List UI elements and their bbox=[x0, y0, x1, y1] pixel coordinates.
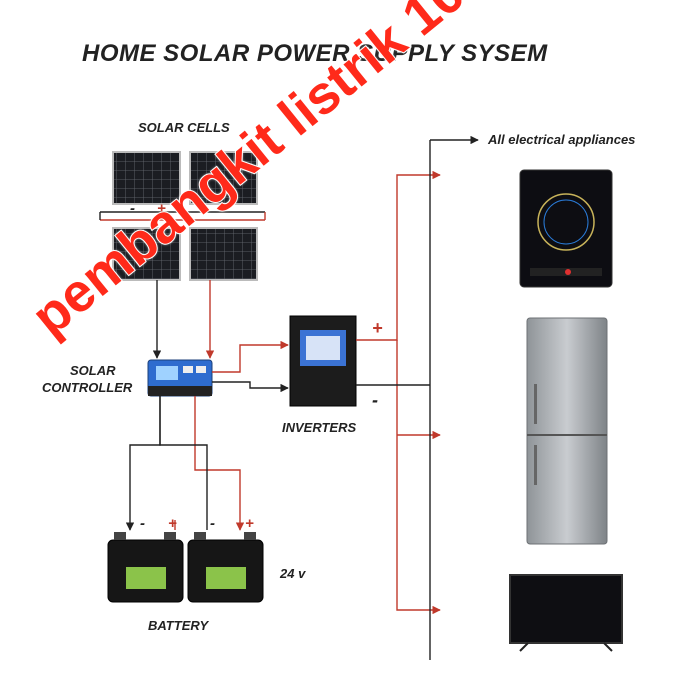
appliances-label: All electrical appliances bbox=[488, 132, 636, 147]
solar-panel-3 bbox=[112, 227, 181, 281]
solar-panel-2 bbox=[189, 151, 258, 205]
battery-label: BATTERY bbox=[148, 618, 209, 633]
battery1-minus-terminal: - bbox=[140, 515, 145, 532]
battery-2 bbox=[187, 532, 264, 603]
panel-plus-terminal: + bbox=[157, 200, 166, 217]
battery-1 bbox=[107, 532, 184, 603]
diagram-title: HOME SOLAR POWER SUPPLY SYSEM bbox=[82, 40, 548, 67]
induction-cooker bbox=[519, 169, 613, 288]
inverter-plus-terminal: + bbox=[372, 318, 383, 338]
panel-minus-terminal: - bbox=[130, 200, 135, 217]
television bbox=[509, 574, 623, 652]
voltage-label: 24 v bbox=[280, 566, 306, 581]
inverters-label: INVERTERS bbox=[282, 420, 357, 435]
battery2-plus-terminal: + bbox=[245, 515, 254, 532]
battery1-plus-terminal: + bbox=[168, 515, 177, 532]
array-to-controller-wires bbox=[157, 280, 215, 358]
solar-panel-1 bbox=[112, 151, 181, 205]
panel-interconnect-wires bbox=[99, 211, 266, 221]
controller-to-inverter-wires bbox=[212, 340, 289, 393]
solar-controller-label-line1: SOLAR bbox=[70, 363, 116, 378]
battery2-minus-terminal: - bbox=[210, 515, 215, 532]
controller-to-battery-wires bbox=[125, 396, 245, 531]
solar-panel-4 bbox=[189, 227, 258, 281]
inverter-minus-terminal: - bbox=[372, 390, 378, 410]
solar-controller-device bbox=[147, 359, 213, 397]
inverter-device bbox=[289, 315, 357, 407]
refrigerator bbox=[526, 317, 608, 545]
solar-controller-label-line2: CONTROLLER bbox=[42, 380, 133, 395]
inverter-output-bus bbox=[356, 135, 479, 660]
solar-cells-label: SOLAR CELLS bbox=[138, 120, 230, 135]
